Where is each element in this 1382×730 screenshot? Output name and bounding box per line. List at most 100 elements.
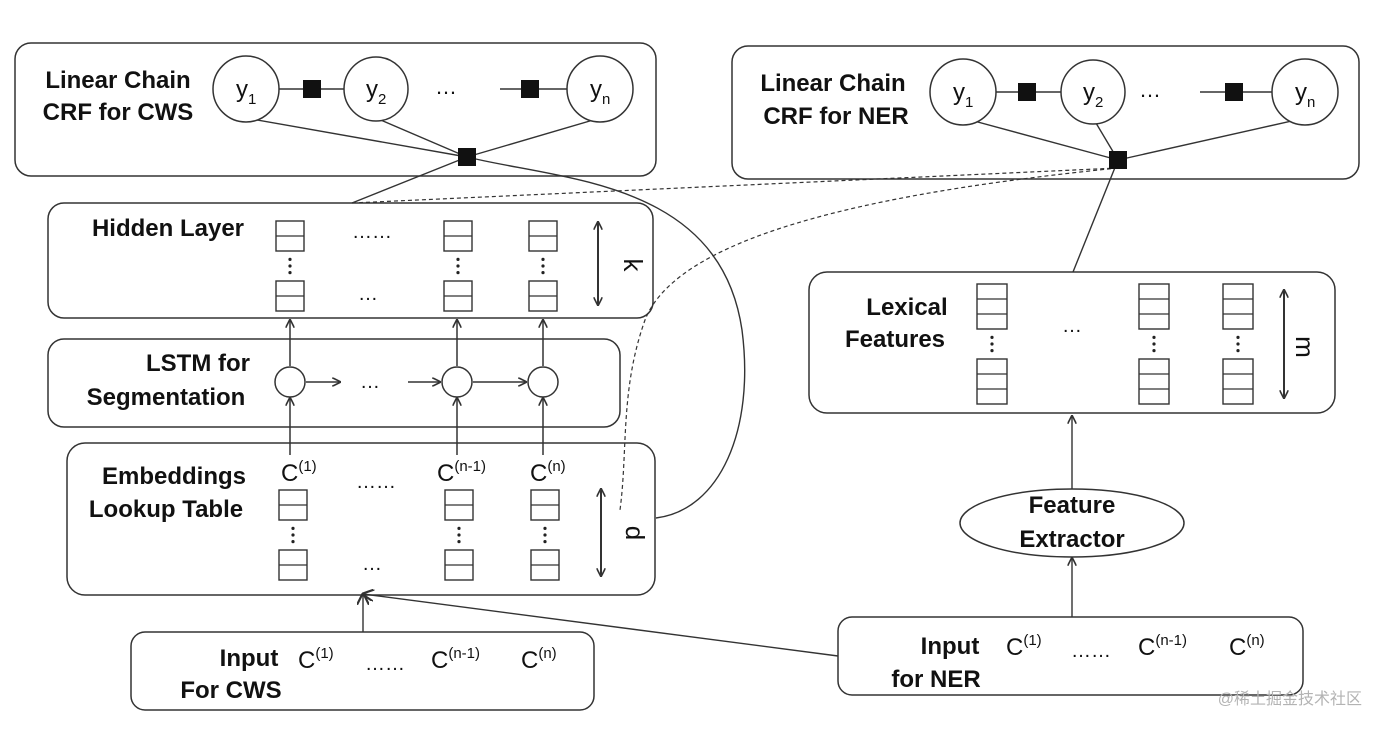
svg-text:C(1): C(1) (298, 645, 334, 674)
embed-char-n: C (530, 460, 547, 487)
embedding-vector-column (278, 489, 308, 581)
cws-input-char-n1-sup: (n-1) (448, 645, 480, 662)
cws-embeddings-box (66, 442, 656, 596)
ner-crf-panel: Linear Chain CRF for NER y1 y2 yn … (731, 45, 1360, 180)
vertical-ellipsis-dot (541, 264, 545, 268)
cws-hidden-layer-panel: Hidden Layer …… … k (47, 202, 654, 319)
ner-input-char-n1: C (1138, 634, 1155, 661)
svg-text:C(n-1): C(n-1) (1138, 632, 1187, 661)
cws-y2-label: y (366, 76, 378, 103)
vertical-ellipsis-dot (541, 257, 545, 261)
cws-input-char-1: C (298, 647, 315, 674)
ner-yn-label: y (1295, 79, 1307, 106)
cws-lstm-box (47, 338, 621, 428)
ner-y2-label: y (1083, 79, 1095, 106)
svg-text:y2: y2 (366, 76, 386, 108)
vertical-ellipsis-dot (291, 533, 295, 537)
vertical-ellipsis-dot (543, 540, 547, 544)
svg-text:C(n): C(n) (530, 458, 566, 487)
cws-input-char-n-sup: (n) (538, 645, 556, 662)
cws-y1-label: y (236, 76, 248, 103)
cws-input-dots: …… (365, 653, 405, 675)
hidden-dots-top: …… (352, 221, 392, 243)
ner-input-char-n: C (1229, 634, 1246, 661)
connectors (245, 117, 1306, 657)
vertical-ellipsis-dot (1152, 335, 1156, 339)
ner-y2-sub: 2 (1095, 94, 1103, 111)
hidden-dim-label: k (618, 259, 648, 273)
cws-label-node-2 (343, 56, 409, 122)
cws-input-char-n: C (521, 647, 538, 674)
embed-dim-label: d (620, 526, 650, 540)
vertical-ellipsis-dot (291, 540, 295, 544)
svg-text:y1: y1 (953, 79, 973, 111)
vertical-ellipsis-dot (1236, 349, 1240, 353)
vector-cell (1138, 283, 1170, 330)
cws-input-box (130, 631, 595, 711)
cws-crf-factor (521, 80, 539, 98)
svg-text:C(n-1): C(n-1) (431, 645, 480, 674)
hidden-unit-column (528, 220, 558, 312)
cws-label-node-n (566, 55, 634, 123)
hidden-unit-column (443, 220, 473, 312)
vertical-ellipsis-dot (990, 342, 994, 346)
lexical-title-line2: Features (845, 326, 945, 353)
cws-crf-title-line1: Linear Chain (45, 67, 190, 94)
embed-char-1-sup: (1) (298, 458, 316, 475)
ner-input-title-line2: for NER (891, 666, 980, 693)
cws-crf-output-factor (458, 148, 476, 166)
feature-extractor-line2: Extractor (1019, 526, 1124, 553)
embeddings-title-line2: Lookup Table (89, 496, 243, 523)
ner-lexical-box (808, 271, 1336, 414)
svg-text:y2: y2 (1083, 79, 1103, 111)
vertical-ellipsis-dot (456, 271, 460, 275)
ner-crf-title-line1: Linear Chain (760, 70, 905, 97)
vertical-ellipsis-dot (456, 257, 460, 261)
svg-text:C(1): C(1) (1006, 632, 1042, 661)
cws-hidden-layer-title: Hidden Layer (92, 215, 244, 242)
feature-extractor-line1: Feature (1029, 492, 1116, 519)
ner-input-char-n-sup: (n) (1246, 632, 1264, 649)
feature-extractor-ellipse (959, 488, 1185, 558)
watermark: @稀土掘金技术社区 (1218, 690, 1362, 708)
vertical-ellipsis-dot (457, 526, 461, 531)
lexical-dots: … (1062, 315, 1082, 337)
vector-cell (1222, 283, 1254, 330)
vertical-ellipsis-dot (1152, 342, 1156, 346)
cws-lstm-title-line1: LSTM for (146, 350, 250, 377)
cws-input-char-1-sup: (1) (315, 645, 333, 662)
cws-input-title-line2: For CWS (180, 677, 281, 704)
ner-crf-output-factor (1109, 151, 1127, 169)
lexical-feature-column (1138, 283, 1170, 405)
vertical-ellipsis-dot (288, 264, 292, 268)
ner-input-dots: …… (1071, 640, 1111, 662)
cws-crf-title-line2: CRF for CWS (43, 99, 194, 126)
cws-input-panel: Input For CWS C(1) …… C(n-1) C(n) (130, 631, 595, 711)
svg-text:C(n): C(n) (521, 645, 557, 674)
cws-crf-factor (303, 80, 321, 98)
vector-cell (976, 358, 1008, 405)
lstm-cell (441, 366, 473, 398)
cws-hidden-layer-box (47, 202, 654, 319)
hidden-dots-bottom: … (358, 283, 378, 305)
vertical-ellipsis-dot (457, 533, 461, 537)
ner-input-char-1-sup: (1) (1023, 632, 1041, 649)
cws-crf-box (14, 42, 657, 177)
ner-y1-sub: 1 (965, 94, 973, 111)
cws-yn-label: y (590, 76, 602, 103)
ner-input-panel: Input for NER C(1) …… C(n-1) C(n) (837, 616, 1304, 696)
ner-input-title-line1: Input (921, 633, 980, 660)
embed-char-n-sup: (n) (547, 458, 565, 475)
vertical-ellipsis-dot (1236, 335, 1240, 339)
lexical-feature-column (976, 283, 1008, 405)
ner-crf-factor (1018, 83, 1036, 101)
vector-cell (1222, 358, 1254, 405)
lstm-dots: … (360, 371, 380, 393)
ner-input-char-1: C (1006, 634, 1023, 661)
ner-feature-extractor: Feature Extractor (959, 488, 1185, 558)
cws-crf-ellipsis: … (435, 74, 457, 99)
cws-y2-sub: 2 (378, 91, 386, 108)
vector-cell (1138, 358, 1170, 405)
svg-text:y1: y1 (236, 76, 256, 108)
ner-y1-label: y (953, 79, 965, 106)
